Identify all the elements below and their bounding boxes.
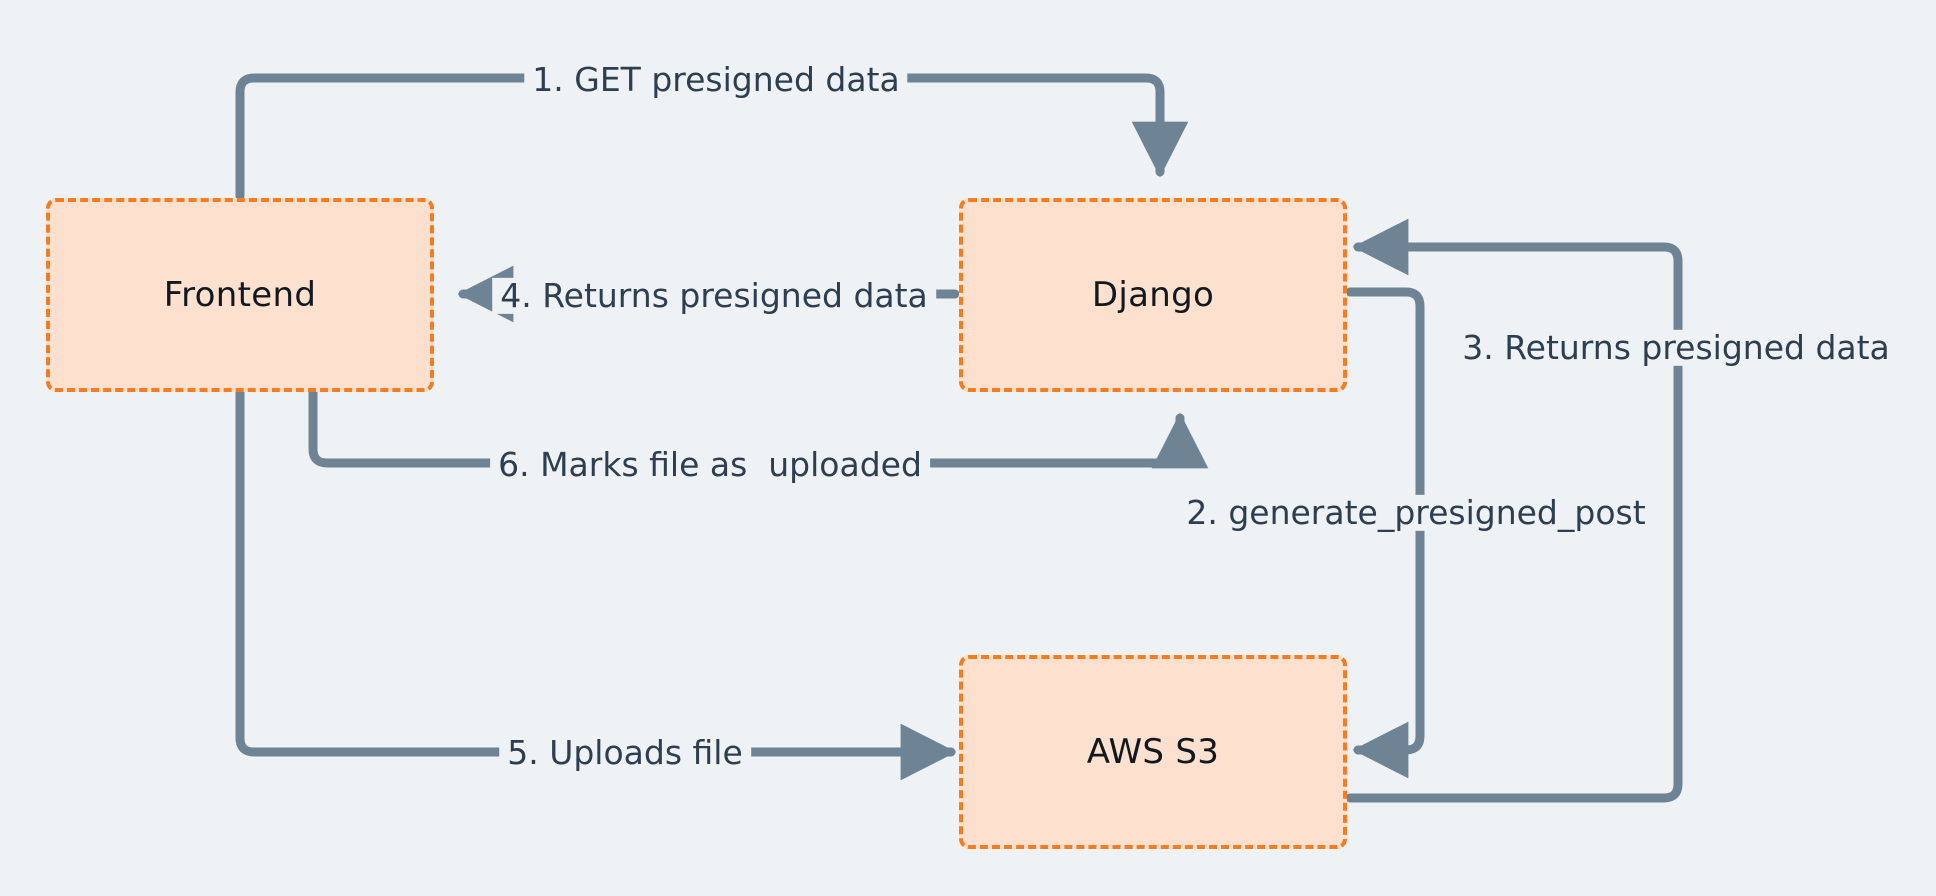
edge-label-3: 3. Returns presigned data xyxy=(1454,329,1898,367)
node-aws-s3-label: AWS S3 xyxy=(1086,732,1220,772)
node-django-label: Django xyxy=(1091,275,1215,315)
edge-label-5: 5. Uploads file xyxy=(499,734,751,772)
node-django[interactable]: Django xyxy=(959,198,1347,392)
node-frontend-label: Frontend xyxy=(163,275,317,315)
edge-label-1: 1. GET presigned data xyxy=(524,61,908,99)
node-frontend[interactable]: Frontend xyxy=(46,198,434,392)
node-aws-s3[interactable]: AWS S3 xyxy=(959,655,1347,849)
edge-label-4: 4. Returns presigned data xyxy=(492,277,936,315)
edge-3-path xyxy=(1345,218,1683,803)
edge-5-path xyxy=(235,387,957,781)
edge-label-6: 6. Marks file as uploaded xyxy=(490,446,930,484)
edge-label-2: 2. generate_presigned_post xyxy=(1178,494,1654,532)
